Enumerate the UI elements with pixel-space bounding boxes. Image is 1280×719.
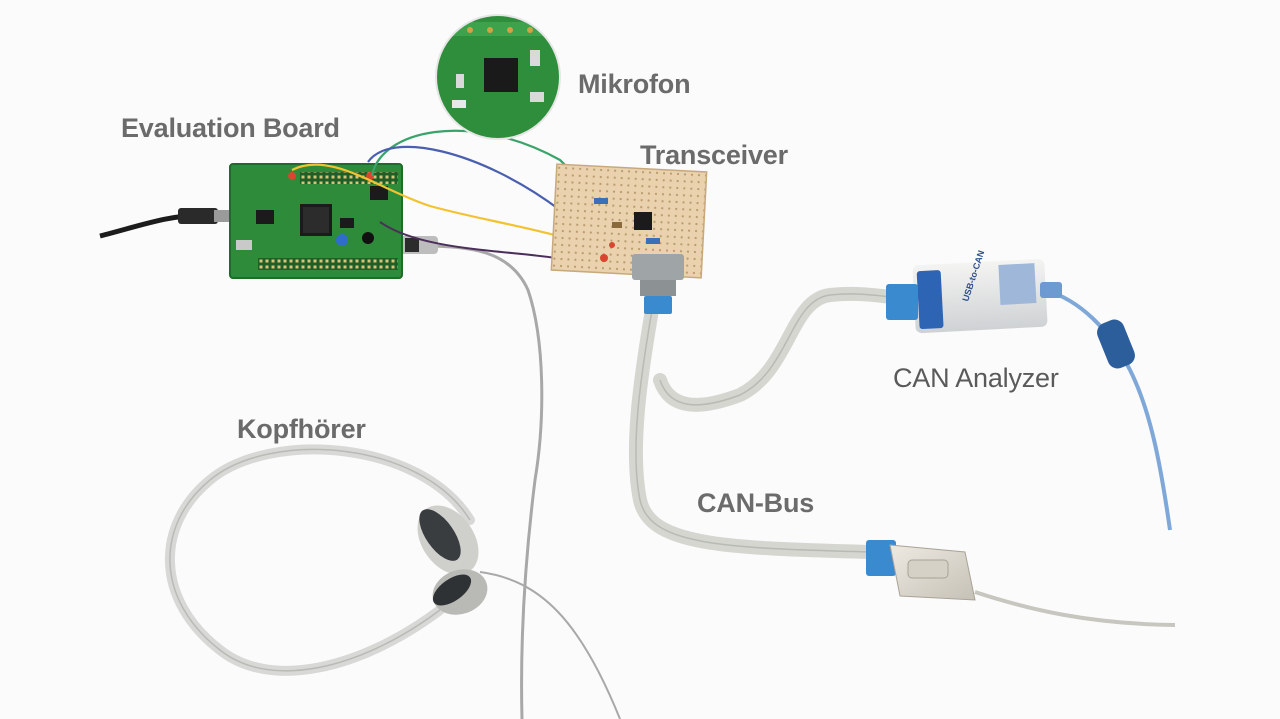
evaluation-board — [229, 163, 403, 279]
can-analyzer-card: USB-to-CAN — [886, 249, 1062, 334]
transceiver-board — [550, 163, 708, 314]
analyzer-usb-cable — [1044, 288, 1172, 531]
serial-cable — [974, 590, 1176, 627]
label-can-analyzer: CAN Analyzer — [893, 363, 1059, 393]
ferrite-bead — [1097, 319, 1135, 369]
audio-cable — [419, 244, 544, 719]
headphones — [165, 444, 621, 719]
label-evaluation-board: Evaluation Board — [121, 113, 340, 143]
microphone-inset — [436, 15, 560, 139]
label-can-bus: CAN-Bus — [697, 488, 815, 518]
analyzer-ribbon — [653, 286, 907, 412]
wire-yellow — [291, 163, 607, 252]
dsub-connector — [866, 540, 976, 601]
label-kopfhoerer: Kopfhörer — [237, 414, 366, 444]
usb-plug — [178, 208, 218, 224]
label-transceiver: Transceiver — [640, 140, 788, 170]
label-mikrofon: Mikrofon — [578, 69, 691, 99]
